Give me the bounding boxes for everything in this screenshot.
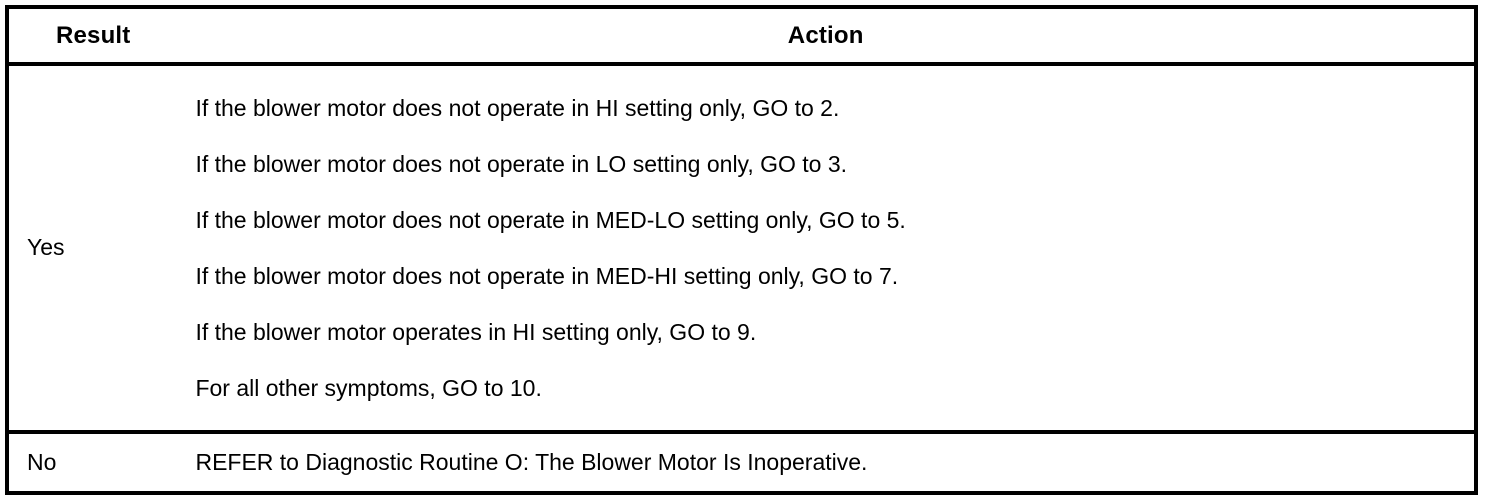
table-header: Result Action [7,7,1476,66]
column-header-result-label: Result [55,21,131,49]
action-list: If the blower motor does not operate in … [177,66,1474,430]
action-text: If the blower motor operates in HI setti… [195,318,757,345]
diagnostic-result-action-table: Result Action Yes If the blower motor do… [5,5,1478,495]
list-item: If the blower motor does not operate in … [177,248,1474,304]
action-text: REFER to Diagnostic Routine O: The Blowe… [195,448,868,475]
action-text: If the blower motor does not operate in … [195,262,899,289]
table-body: Yes If the blower motor does not operate… [7,64,1476,493]
list-item: For all other symptoms, GO to 10. [177,360,1474,416]
action-text: If the blower motor does not operate in … [195,94,840,121]
list-item: If the blower motor does not operate in … [177,136,1474,192]
column-header-result: Result [7,7,178,66]
column-header-action: Action [177,7,1476,66]
list-item: If the blower motor does not operate in … [177,80,1474,136]
result-value: No [27,448,57,475]
table-row: No REFER to Diagnostic Routine O: The Bl… [7,432,1476,493]
list-item: If the blower motor operates in HI setti… [177,304,1474,360]
column-header-action-label: Action [787,21,864,49]
result-value: Yes [27,234,65,261]
table-row: Yes If the blower motor does not operate… [7,64,1476,434]
action-text: If the blower motor does not operate in … [195,150,848,177]
action-cell-no: REFER to Diagnostic Routine O: The Blowe… [177,432,1476,493]
action-text: If the blower motor does not operate in … [195,206,906,233]
list-item: If the blower motor does not operate in … [177,192,1474,248]
action-cell-yes: If the blower motor does not operate in … [177,64,1476,434]
table-header-row: Result Action [7,7,1476,66]
document-page: Result Action Yes If the blower motor do… [5,5,1478,495]
result-cell-yes: Yes [7,64,178,434]
result-cell-no: No [7,432,178,493]
action-text: For all other symptoms, GO to 10. [195,374,542,401]
